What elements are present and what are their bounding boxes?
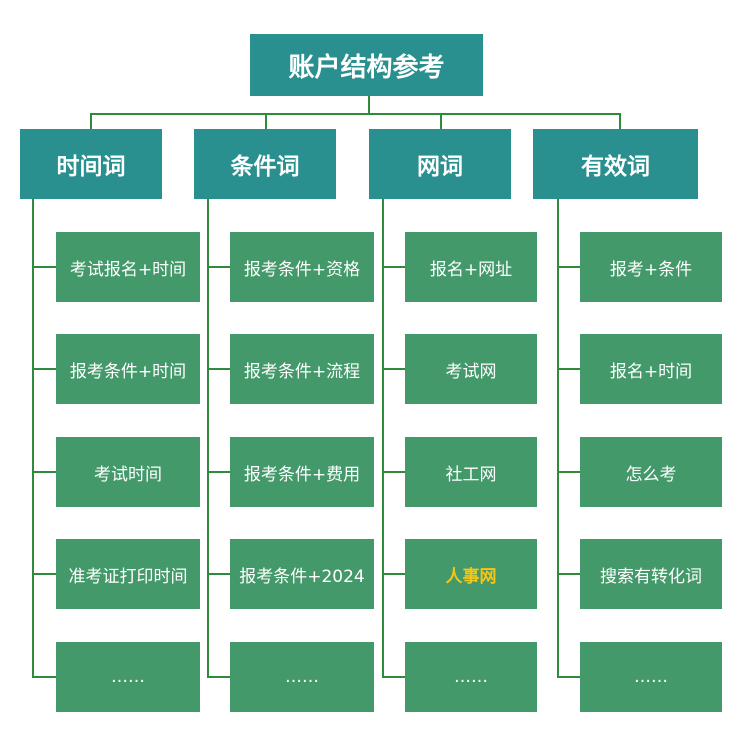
tick-2-1 [382, 368, 405, 370]
leaf-effective-1: 报考+条件 [580, 232, 722, 302]
spine-0 [32, 199, 34, 677]
leaf-condition-4: 报考条件+2024 [230, 539, 374, 609]
tick-0-1 [32, 368, 56, 370]
category-web: 网词 [369, 129, 511, 199]
leaf-web-2: 考试网 [405, 334, 537, 404]
spine-1 [207, 199, 209, 677]
spine-2 [382, 199, 384, 677]
leaf-web-4-highlight: 人事网 [405, 539, 537, 609]
leaf-web-1: 报名+网址 [405, 232, 537, 302]
tick-2-2 [382, 471, 405, 473]
tick-3-3 [557, 573, 580, 575]
tick-1-2 [207, 471, 230, 473]
tick-3-0 [557, 266, 580, 268]
leaf-web-5: …… [405, 642, 537, 712]
tick-3-4 [557, 676, 580, 678]
leaf-condition-1: 报考条件+资格 [230, 232, 374, 302]
leaf-time-3: 考试时间 [56, 437, 200, 507]
tick-0-0 [32, 266, 56, 268]
tick-3-1 [557, 368, 580, 370]
root-connector [368, 96, 370, 114]
leaf-effective-2: 报名+时间 [580, 334, 722, 404]
tick-3-2 [557, 471, 580, 473]
drop-3 [619, 113, 621, 129]
category-effective: 有效词 [533, 129, 698, 199]
drop-1 [265, 113, 267, 129]
top-bus [90, 113, 621, 115]
leaf-time-5: …… [56, 642, 200, 712]
leaf-effective-4: 搜索有转化词 [580, 539, 722, 609]
tick-2-0 [382, 266, 405, 268]
leaf-time-4: 准考证打印时间 [56, 539, 200, 609]
tick-2-3 [382, 573, 405, 575]
leaf-web-3: 社工网 [405, 437, 537, 507]
category-condition: 条件词 [194, 129, 336, 199]
tick-0-3 [32, 573, 56, 575]
tick-0-4 [32, 676, 56, 678]
tick-1-1 [207, 368, 230, 370]
drop-0 [90, 113, 92, 129]
tick-1-3 [207, 573, 230, 575]
leaf-effective-5: …… [580, 642, 722, 712]
drop-2 [440, 113, 442, 129]
leaf-time-1: 考试报名+时间 [56, 232, 200, 302]
leaf-time-2: 报考条件+时间 [56, 334, 200, 404]
tick-0-2 [32, 471, 56, 473]
tick-1-4 [207, 676, 230, 678]
leaf-condition-2: 报考条件+流程 [230, 334, 374, 404]
leaf-effective-3: 怎么考 [580, 437, 722, 507]
spine-3 [557, 199, 559, 677]
root-node: 账户结构参考 [250, 34, 483, 96]
category-time: 时间词 [20, 129, 162, 199]
tick-1-0 [207, 266, 230, 268]
leaf-condition-5: …… [230, 642, 374, 712]
leaf-condition-3: 报考条件+费用 [230, 437, 374, 507]
tick-2-4 [382, 676, 405, 678]
